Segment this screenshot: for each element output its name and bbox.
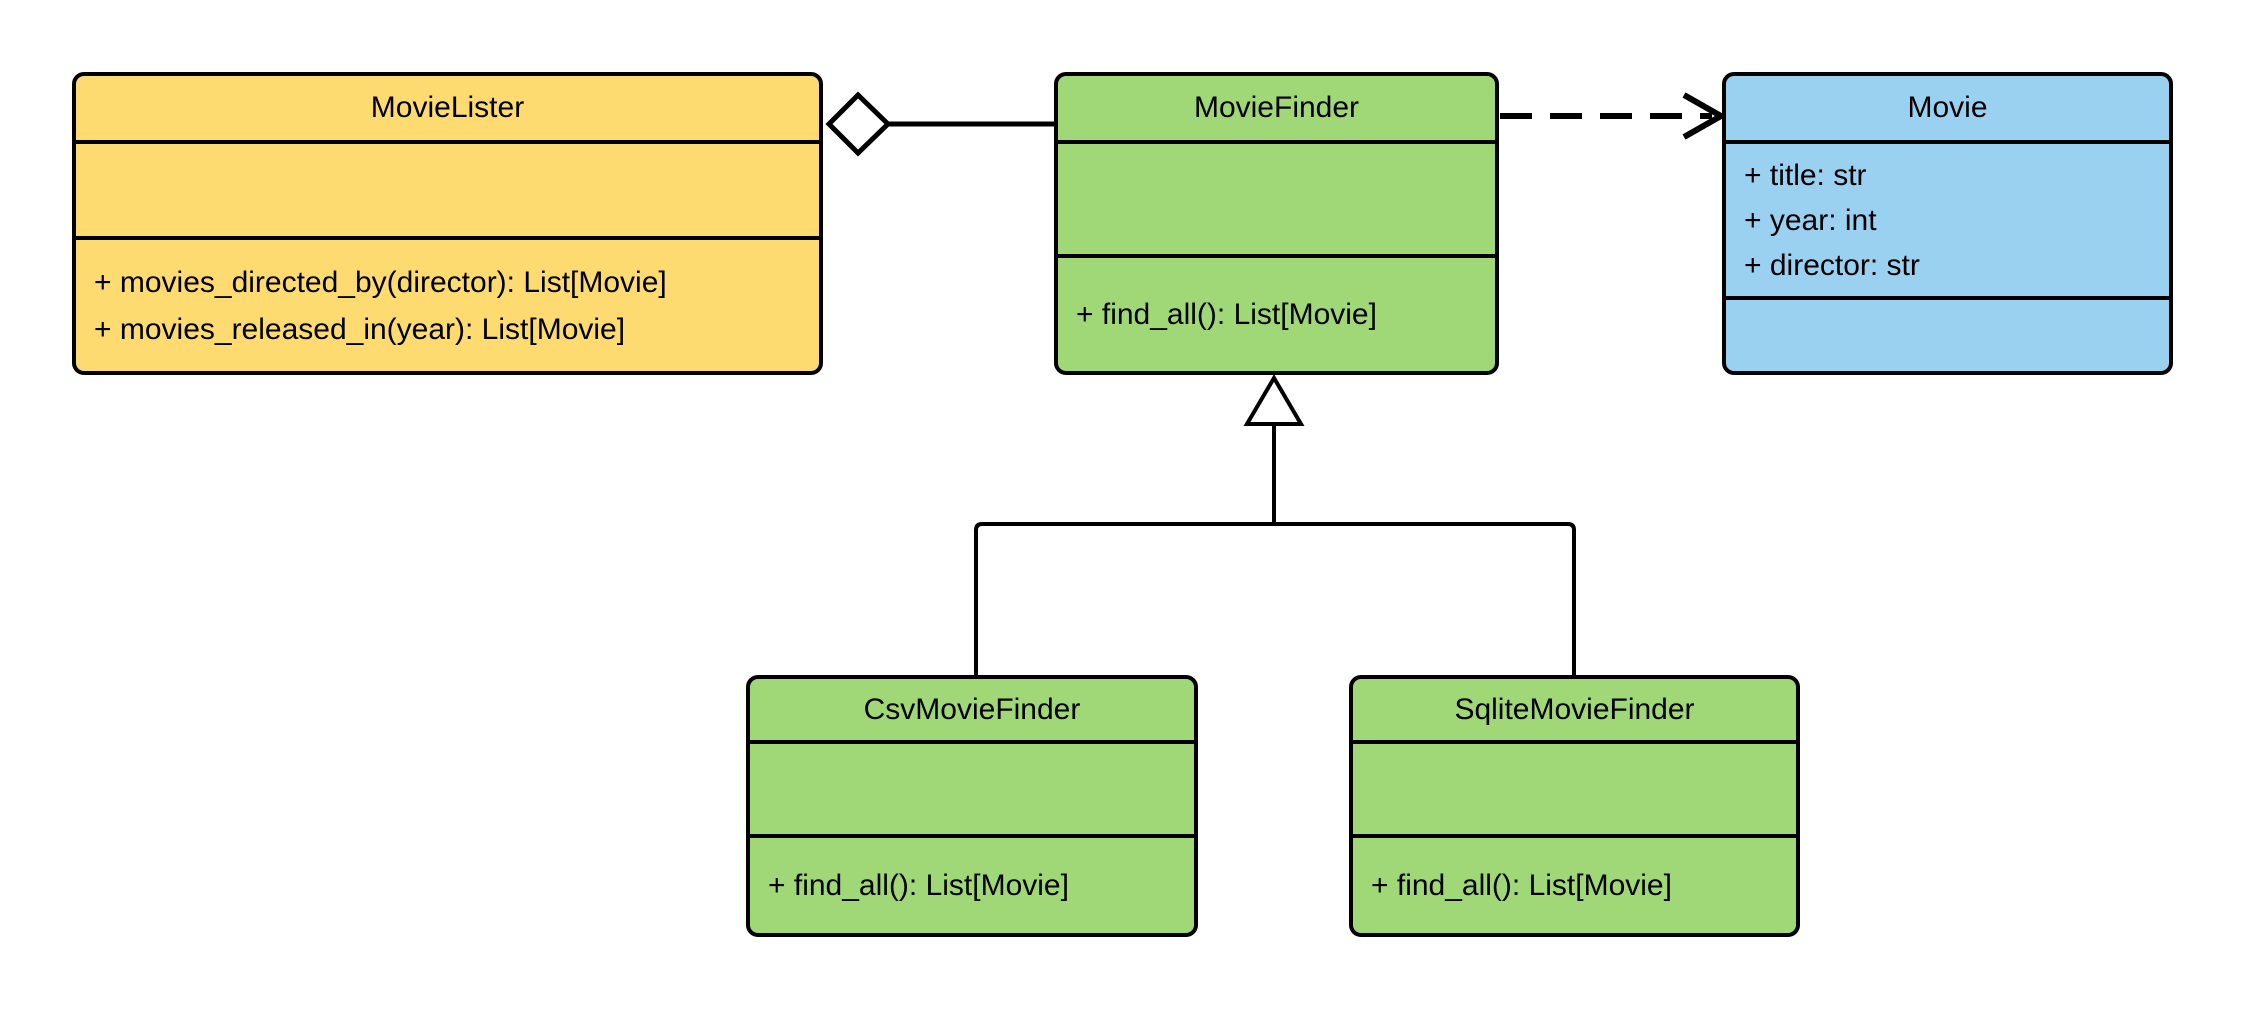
method-item: + movies_released_in(year): List[Movie]: [94, 312, 626, 346]
class-attributes-movie: + title: str + year: int + director: str: [1726, 144, 2169, 300]
dependency-edge-moviefinder-movie: [1500, 92, 1728, 140]
class-title-moviefinder: MovieFinder: [1058, 76, 1495, 144]
class-box-moviefinder: MovieFinder + find_all(): List[Movie]: [1054, 72, 1499, 375]
class-methods-csvmoviefinder: + find_all(): List[Movie]: [750, 838, 1194, 933]
class-box-movie: Movie + title: str + year: int + directo…: [1722, 72, 2173, 375]
method-item: + find_all(): List[Movie]: [1371, 869, 1672, 902]
hollow-diamond-marker: [825, 91, 892, 157]
class-box-csvmoviefinder: CsvMovieFinder + find_all(): List[Movie]: [746, 675, 1198, 937]
method-item: + find_all(): List[Movie]: [1076, 298, 1377, 331]
aggregation-edge-movielister-moviefinder: [825, 91, 1054, 157]
method-item: + find_all(): List[Movie]: [768, 869, 1069, 902]
class-methods-movie: [1726, 300, 2169, 371]
class-box-movielister: MovieLister + movies_directed_by(directo…: [72, 72, 823, 375]
inheritance-edges-to-moviefinder: [974, 374, 1576, 675]
class-methods-moviefinder: + find_all(): List[Movie]: [1058, 258, 1495, 371]
attribute-item: + year: int: [1744, 203, 1877, 237]
hollow-triangle-marker: [1243, 374, 1305, 426]
method-item: + movies_directed_by(director): List[Mov…: [94, 265, 667, 299]
class-attributes-moviefinder: [1058, 144, 1495, 258]
class-box-sqlitemoviefinder: SqliteMovieFinder + find_all(): List[Mov…: [1349, 675, 1800, 937]
attribute-item: + title: str: [1744, 158, 1867, 192]
class-attributes-sqlitemoviefinder: [1353, 744, 1796, 838]
class-title-csvmoviefinder: CsvMovieFinder: [750, 679, 1194, 744]
class-methods-sqlitemoviefinder: + find_all(): List[Movie]: [1353, 838, 1796, 933]
class-methods-movielister: + movies_directed_by(director): List[Mov…: [76, 240, 819, 371]
class-title-movie: Movie: [1726, 76, 2169, 144]
class-attributes-movielister: [76, 144, 819, 240]
class-title-sqlitemoviefinder: SqliteMovieFinder: [1353, 679, 1796, 744]
class-title-movielister: MovieLister: [76, 76, 819, 144]
attribute-item: + director: str: [1744, 248, 1920, 282]
class-attributes-csvmoviefinder: [750, 744, 1194, 838]
open-arrow-marker: [1682, 92, 1728, 140]
